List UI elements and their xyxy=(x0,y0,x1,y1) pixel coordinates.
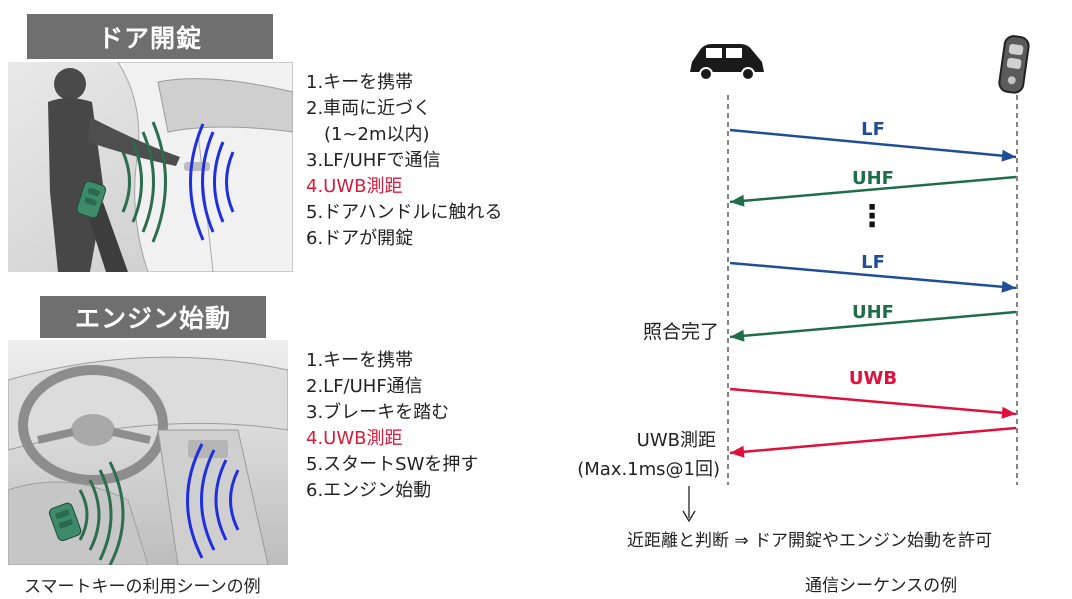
door-step: (1~2m以内) xyxy=(324,124,430,145)
match-complete-label: 照合完了 xyxy=(643,321,719,343)
message-arrow: UHF xyxy=(729,168,1017,207)
message-label: UWB xyxy=(849,368,897,389)
message-label: UHF xyxy=(852,302,894,323)
door-step: 1.キーを携帯 xyxy=(306,72,414,93)
result-text: 近距離と判断 ⇒ ドア開錠やエンジン始動を許可 xyxy=(627,531,992,551)
message-arrow: LF xyxy=(729,119,1017,162)
engine-step: 5.スタートSWを押す xyxy=(306,454,479,475)
door-step: 3.LF/UHFで通信 xyxy=(306,150,441,171)
message-label: UHF xyxy=(852,168,894,189)
door-unlock-title-box: ドア開錠 xyxy=(27,14,273,59)
message-label: LF xyxy=(861,252,885,273)
left-caption: スマートキーの利用シーンの例 xyxy=(24,577,261,597)
engine-start-photo xyxy=(8,340,288,565)
engine-start-steps: 1.キーを携帯 2.LF/UHF通信 3.ブレーキを踏む 4.UWB測距 5.スタートS… xyxy=(306,348,478,504)
door-step: 2.車両に近づく xyxy=(306,98,432,119)
door-step: 5.ドアハンドルに触れる xyxy=(306,202,503,223)
engine-start-title-box: エンジン始動 xyxy=(40,296,266,338)
message-arrow xyxy=(729,426,1017,458)
engine-step: 6.エンジン始動 xyxy=(306,480,432,501)
engine-start-title: エンジン始動 xyxy=(74,304,231,333)
door-unlock-photo xyxy=(8,62,293,272)
message-arrow: UWB xyxy=(729,368,1017,419)
door-unlock-title: ドア開錠 xyxy=(97,23,202,53)
uwb-measure-label: UWB測距 xyxy=(637,430,716,451)
engine-step: 3.ブレーキを踏む xyxy=(306,402,450,423)
smart-key-icon xyxy=(998,35,1030,94)
uwb-time-label: (Max.1ms@1回) xyxy=(577,459,720,480)
ellipsis: ⋮ xyxy=(857,199,887,234)
message-arrow: LF xyxy=(729,252,1017,293)
door-unlock-steps: 1.キーを携帯 2.車両に近づく (1~2m以内) 3.LF/UHFで通信 4.UWB測… xyxy=(306,70,502,252)
message-arrow: UHF xyxy=(729,302,1017,342)
engine-step: 2.LF/UHF通信 xyxy=(306,376,423,397)
engine-step: 1.キーを携帯 xyxy=(306,350,414,371)
door-step: 6.ドアが開錠 xyxy=(306,228,414,249)
down-arrow xyxy=(682,486,696,523)
car-icon xyxy=(690,44,764,81)
door-step: 4.UWB測距 xyxy=(306,176,403,197)
sequence-caption: 通信シーケンスの例 xyxy=(805,576,957,596)
message-label: LF xyxy=(861,119,885,140)
engine-step: 4.UWB測距 xyxy=(306,428,403,449)
